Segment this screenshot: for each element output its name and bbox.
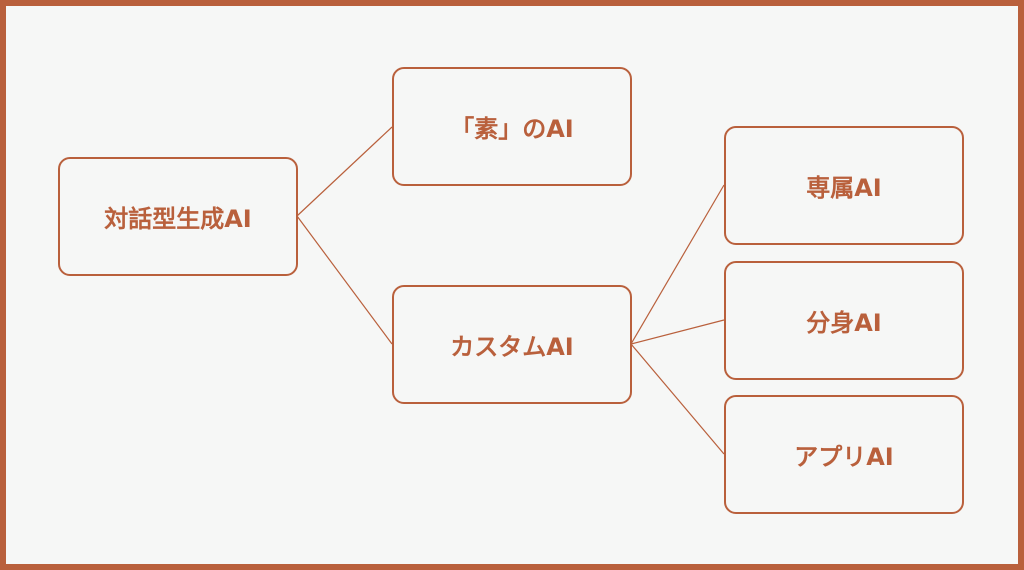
edge-root-plain [296,126,393,217]
node-label: 「素」のAI [450,115,574,143]
edge-root-custom [296,215,393,345]
node-label: カスタムAI [450,333,574,361]
node-label: 対話型生成AI [104,205,252,233]
edge-custom-app [630,343,725,455]
node-label: アプリAI [794,443,894,471]
node-app-ai: アプリAI [724,395,964,514]
node-alter-ego-ai: 分身AI [724,261,964,380]
node-root: 対話型生成AI [58,157,298,276]
node-plain-ai: 「素」のAI [392,67,632,186]
edge-custom-alter [630,319,725,345]
node-dedicated-ai: 専属AI [724,126,964,245]
node-custom-ai: カスタムAI [392,285,632,404]
node-label: 専属AI [806,174,882,202]
edge-custom-dedicated [630,184,725,345]
node-label: 分身AI [806,309,882,337]
